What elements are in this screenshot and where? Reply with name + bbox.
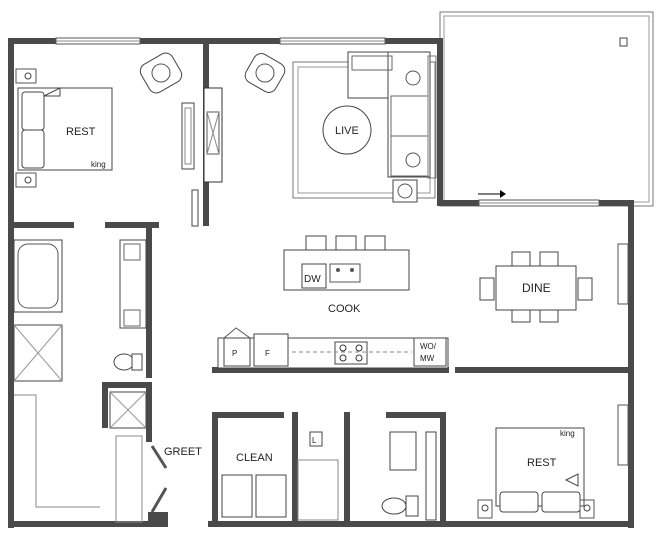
bathroom-secondary bbox=[381, 431, 437, 521]
appliance-label-p: P bbox=[232, 349, 237, 358]
armchair-bedroom bbox=[139, 52, 183, 94]
armchair-living bbox=[244, 53, 286, 93]
fireplace bbox=[203, 87, 223, 183]
appliance-label-dw: DW bbox=[304, 274, 321, 285]
appliance-label-l: L bbox=[312, 436, 317, 445]
terrace bbox=[439, 11, 654, 207]
room-label-live: LIVE bbox=[335, 125, 359, 137]
bed-primary: REST king bbox=[15, 68, 199, 227]
bathroom-primary bbox=[13, 239, 147, 382]
living-area: LIVE bbox=[292, 51, 437, 203]
room-label-cook: COOK bbox=[328, 303, 361, 315]
entry-closet: GREET bbox=[14, 391, 202, 523]
room-label-clean: CLEAN bbox=[236, 452, 273, 464]
room-label-rest-secondary: REST bbox=[527, 457, 557, 469]
laundry: CLEAN L bbox=[221, 431, 339, 521]
exterior-walls bbox=[8, 38, 634, 528]
bed-size-primary: king bbox=[91, 160, 106, 169]
bed-secondary: REST king bbox=[477, 427, 595, 519]
appliance-label-wo: WO/ bbox=[420, 342, 437, 351]
bed-size-secondary: king bbox=[560, 429, 575, 438]
kitchen-counter: P F WO/ MW bbox=[217, 327, 449, 369]
appliance-label-f: F bbox=[265, 349, 270, 358]
room-label-rest-primary: REST bbox=[66, 126, 96, 138]
room-label-greet: GREET bbox=[164, 446, 202, 458]
appliance-label-mw: MW bbox=[420, 354, 435, 363]
room-label-dine: DINE bbox=[522, 281, 551, 295]
windows bbox=[55, 37, 629, 466]
kitchen-island: DW COOK bbox=[283, 235, 410, 315]
dining-table: DINE bbox=[479, 251, 593, 323]
